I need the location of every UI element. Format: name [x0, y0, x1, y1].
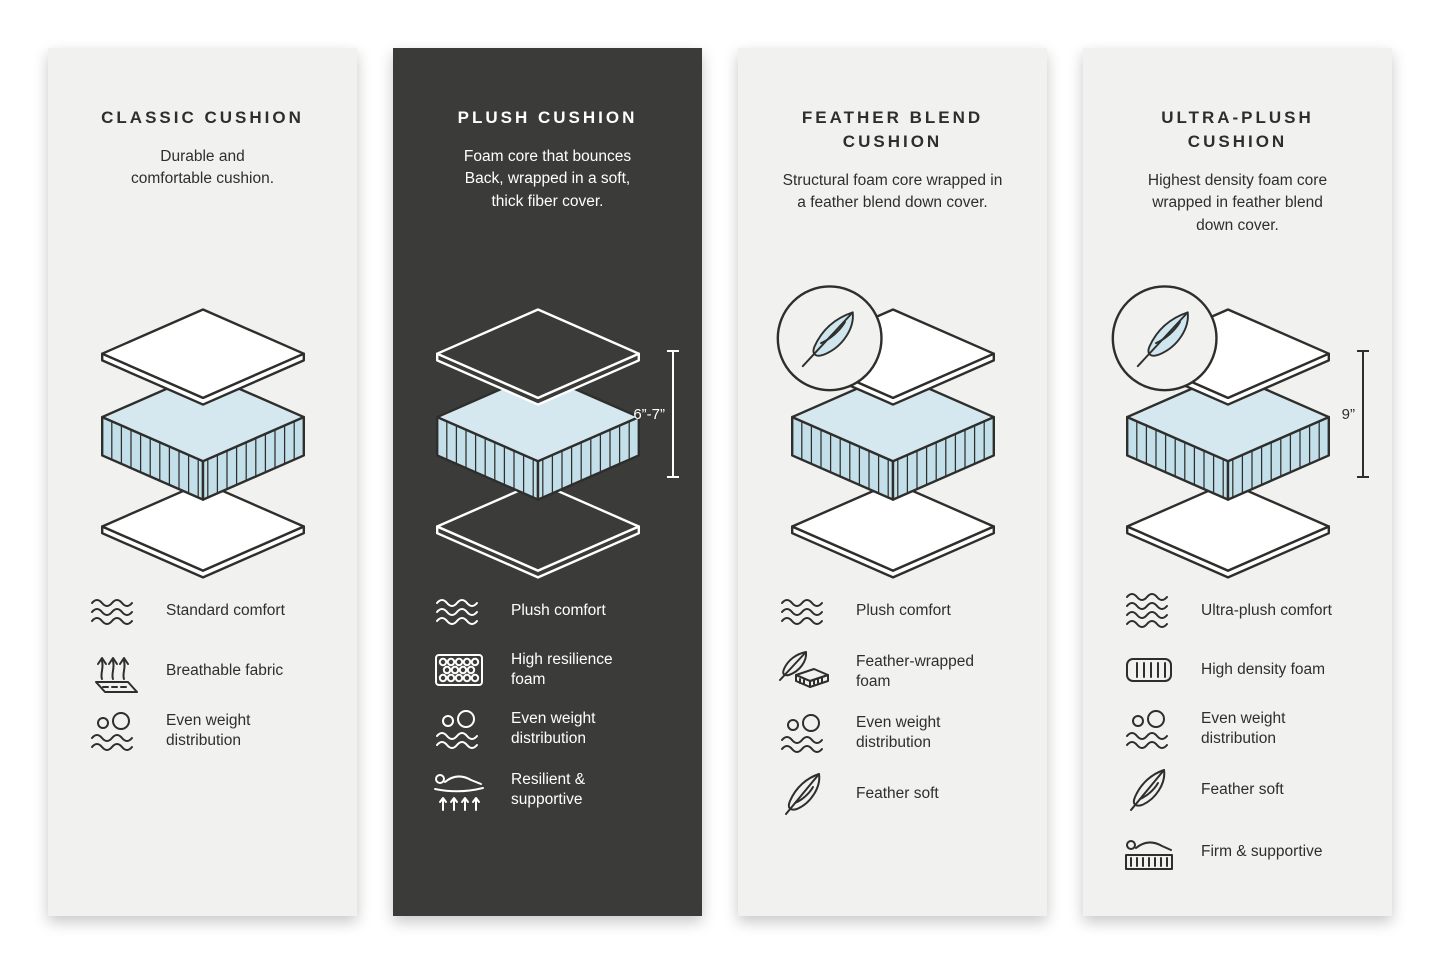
layered-cushion-illustration [1111, 285, 1330, 579]
feature-label: Even weight distribution [856, 713, 941, 751]
cushion-diagram [74, 274, 331, 589]
density-foam-icon [1121, 650, 1177, 690]
feather-badge [1111, 285, 1218, 392]
card-header: CLASSIC CUSHION Durable and comfortable … [74, 106, 331, 274]
feature-label: Breathable fabric [166, 661, 284, 679]
feature-list: Ultra-plush comfort High density foam Ev… [1109, 589, 1366, 875]
firm-supportive-icon [1121, 829, 1177, 875]
feature-label: Firm & supportive [1201, 842, 1323, 860]
weight-distribution-icon [431, 707, 487, 751]
feature-item: Ultra-plush comfort [1121, 589, 1366, 633]
feature-list: Plush comfort High resilience foam Even … [419, 589, 676, 814]
feature-item: Even weight distribution [431, 707, 676, 751]
breathable-fabric-icon [86, 648, 142, 694]
feature-label: Even weight distribution [1201, 709, 1286, 747]
feature-item: Even weight distribution [1121, 707, 1366, 751]
feature-item: Firm & supportive [1121, 829, 1366, 875]
card-feather-blend-cushion: FEATHER BLEND CUSHION Structural foam co… [738, 48, 1047, 916]
card-classic-cushion: CLASSIC CUSHION Durable and comfortable … [48, 48, 357, 916]
layered-cushion-illustration [435, 308, 640, 579]
feature-item: Feather-wrapped foam [776, 648, 1021, 696]
feature-label: Feather soft [856, 784, 939, 802]
feature-label: Plush comfort [856, 601, 951, 619]
feature-list: Standard comfort Breathable fabric Even … [74, 589, 331, 753]
cushion-diagram [764, 274, 1021, 589]
measurement-ruler [1357, 350, 1369, 478]
measurement-label: 6”-7” [633, 405, 665, 423]
card-header: ULTRA-PLUSH CUSHION Highest density foam… [1109, 106, 1366, 274]
card-description: Structural foam core wrapped in a feathe… [782, 171, 1003, 212]
feature-label: Feather-wrapped foam [856, 652, 975, 690]
feature-item: High density foam [1121, 648, 1366, 692]
card-header: FEATHER BLEND CUSHION Structural foam co… [764, 106, 1021, 274]
measurement-ruler [667, 350, 679, 478]
card-ultra-plush-cushion: ULTRA-PLUSH CUSHION Highest density foam… [1083, 48, 1392, 916]
feature-item: Even weight distribution [776, 711, 1021, 755]
card-title: ULTRA-PLUSH CUSHION [1161, 108, 1314, 151]
feather-icon [776, 770, 832, 818]
measurement-label: 9” [1341, 405, 1355, 423]
card-header: PLUSH CUSHION Foam core that bounces Bac… [419, 106, 676, 274]
feature-item: Standard comfort [86, 589, 331, 633]
height-measurement: 6”-7” [633, 350, 679, 478]
weight-distribution-icon [86, 709, 142, 753]
feature-list: Plush comfort Feather-wrapped foam Even … [764, 589, 1021, 818]
feather-wrapped-foam-icon [776, 648, 832, 696]
card-description: Foam core that bounces Back, wrapped in … [463, 147, 632, 210]
feature-label: High density foam [1201, 660, 1326, 678]
resilient-supportive-icon [431, 766, 487, 814]
layered-cushion-illustration [100, 308, 305, 579]
card-description: Highest density foam core wrapped in fea… [1147, 171, 1328, 234]
feature-label: Even weight distribution [166, 711, 251, 749]
cushion-diagram: 9” [1109, 274, 1369, 589]
weight-distribution-icon [1121, 707, 1177, 751]
feature-item: High resilience foam [431, 648, 676, 692]
cushion-comparison-board: CLASSIC CUSHION Durable and comfortable … [48, 48, 1392, 916]
feature-label: Plush comfort [511, 601, 606, 619]
feather-icon [1121, 766, 1177, 814]
feature-item: Breathable fabric [86, 648, 331, 694]
feature-item: Plush comfort [431, 589, 676, 633]
feature-label: High resilience foam [511, 650, 613, 688]
feature-label: Ultra-plush comfort [1201, 601, 1332, 619]
waves-icon [776, 594, 832, 628]
feature-item: Resilient & supportive [431, 766, 676, 814]
feature-label: Even weight distribution [511, 709, 596, 747]
card-title: FEATHER BLEND CUSHION [801, 108, 984, 151]
resilience-foam-icon [431, 648, 487, 692]
waves-icon [86, 594, 142, 628]
feature-label: Standard comfort [166, 601, 285, 619]
card-title: CLASSIC CUSHION [101, 108, 304, 127]
feature-item: Feather soft [1121, 766, 1366, 814]
feature-label: Resilient & supportive [511, 770, 586, 808]
feature-item: Even weight distribution [86, 709, 331, 753]
waves-icon [431, 594, 487, 628]
card-plush-cushion: PLUSH CUSHION Foam core that bounces Bac… [393, 48, 702, 916]
card-title: PLUSH CUSHION [457, 108, 638, 127]
feature-label: Feather soft [1201, 780, 1284, 798]
feature-item: Plush comfort [776, 589, 1021, 633]
height-measurement: 9” [1341, 350, 1369, 478]
layered-cushion-illustration [776, 285, 995, 579]
card-description: Durable and comfortable cushion. [130, 147, 275, 188]
feather-badge [776, 285, 883, 392]
feature-item: Feather soft [776, 770, 1021, 818]
cushion-diagram: 6”-7” [419, 274, 679, 589]
weight-distribution-icon [776, 711, 832, 755]
waves-icon [1121, 590, 1177, 632]
